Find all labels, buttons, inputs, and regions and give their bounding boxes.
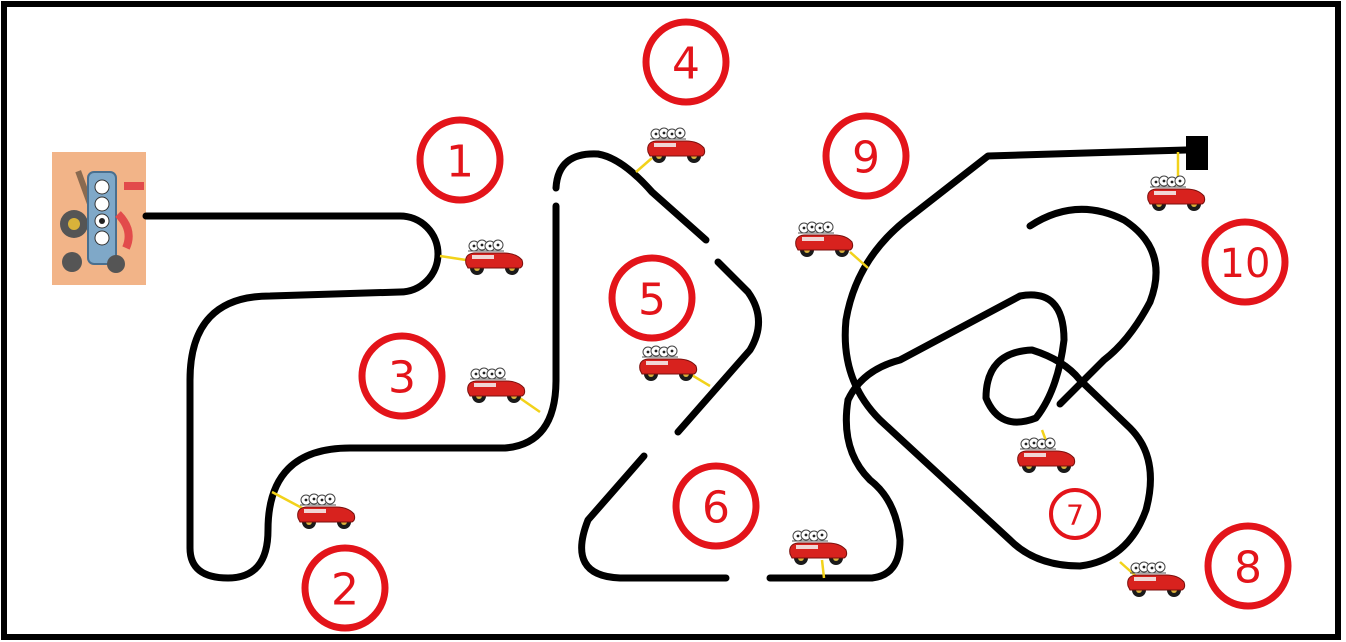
race-car-icon	[790, 530, 847, 565]
track-segment-loop	[845, 150, 1186, 566]
checkpoint-9-label: 9	[852, 133, 880, 184]
checkpoint-2: 2	[305, 548, 385, 628]
checkpoint-7: 7	[1051, 490, 1099, 538]
race-car-icon	[648, 128, 705, 163]
checkpoint-9: 9	[826, 116, 906, 196]
finish-block-icon	[1186, 136, 1208, 170]
checkpoint-10-label: 10	[1220, 241, 1271, 287]
race-car-icon	[640, 346, 697, 381]
start-card-icon	[52, 152, 146, 285]
track-segment-inner	[1030, 209, 1156, 404]
checkpoint-7-label: 7	[1066, 499, 1084, 532]
race-car-icon	[298, 494, 355, 529]
checkpoint-3: 3	[362, 336, 442, 416]
checkpoint-8: 8	[1208, 526, 1288, 606]
checkpoint-2-label: 2	[331, 565, 359, 616]
race-car-icon	[466, 240, 523, 275]
checkpoint-1: 1	[420, 120, 500, 200]
race-car-icon	[1128, 562, 1185, 597]
checkpoint-8-label: 8	[1234, 543, 1262, 594]
checkpoint-5-label: 5	[638, 275, 666, 326]
track-segment-hump	[556, 154, 706, 240]
checkpoint-6: 6	[676, 466, 756, 546]
checkpoint-6-label: 6	[702, 483, 730, 534]
checkpoint-3-label: 3	[388, 353, 416, 404]
race-car-icon	[1018, 438, 1075, 473]
checkpoint-5: 5	[612, 258, 692, 338]
checkpoint-4: 4	[646, 22, 726, 102]
race-car-icon	[468, 368, 525, 403]
race-car-icon	[796, 222, 853, 257]
checkpoint-4-label: 4	[672, 39, 700, 90]
checkpoint-10: 10	[1205, 222, 1285, 302]
checkpoint-1-label: 1	[446, 137, 474, 188]
race-car-icon	[1148, 176, 1205, 211]
